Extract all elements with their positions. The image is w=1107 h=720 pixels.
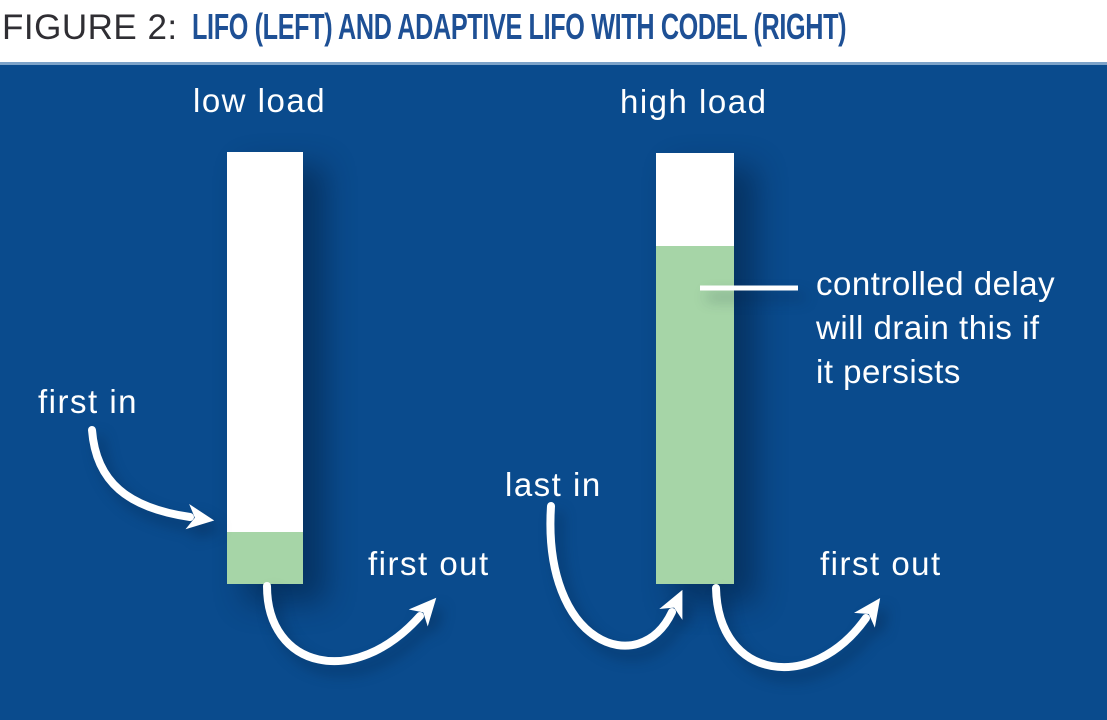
callout-line-1: controlled delay xyxy=(816,265,1056,302)
figure-number-label: FIGURE 2: xyxy=(2,8,178,47)
right-queue-green-fill xyxy=(656,246,734,584)
first-out-right-label: first out xyxy=(820,545,942,582)
controlled-delay-callout: controlled delay will drain this if it p… xyxy=(816,262,1055,394)
right-queue-label: high load xyxy=(620,83,768,120)
figure-caption: LIFO (LEFT) AND ADAPTIVE LIFO WITH CODEL… xyxy=(191,6,847,47)
first-in-label: first in xyxy=(38,383,139,420)
callout-line-3: it persists xyxy=(816,353,961,390)
left-queue-green-fill xyxy=(227,532,303,584)
left-queue-label: low load xyxy=(193,82,327,119)
first-out-left-label: first out xyxy=(368,545,490,582)
callout-line-2: will drain this if xyxy=(816,309,1040,346)
last-in-label: last in xyxy=(505,466,602,503)
right-queue-column xyxy=(656,153,734,584)
left-queue-column xyxy=(227,152,303,584)
figure-title: FIGURE 2: LIFO (LEFT) AND ADAPTIVE LIFO … xyxy=(2,6,1102,58)
